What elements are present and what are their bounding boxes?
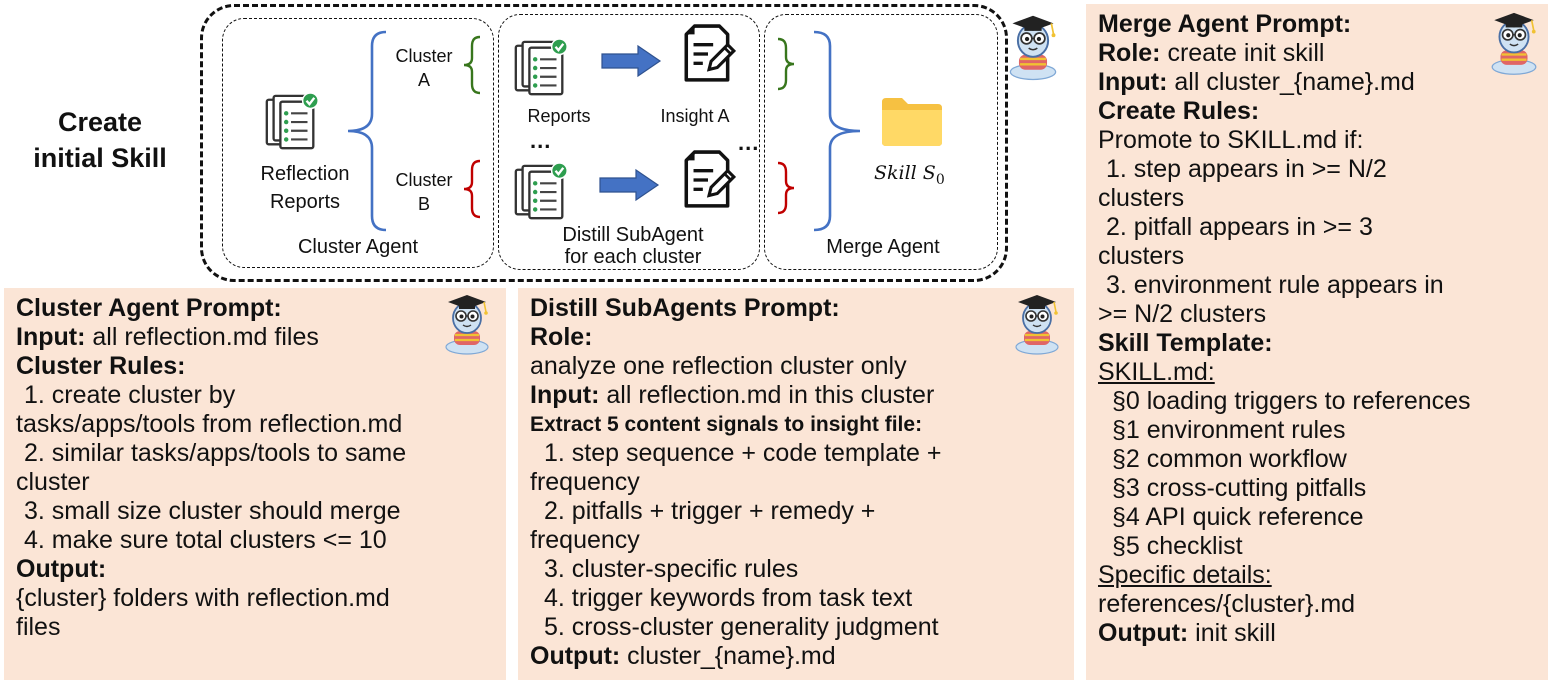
- input-line: Input: all cluster_{name}.md: [1098, 68, 1415, 96]
- panel-title: Merge Agent Prompt:: [1098, 10, 1352, 38]
- rules-title: Cluster Rules:: [16, 352, 186, 380]
- reflection-reports-label: Reflection Reports: [260, 163, 350, 213]
- distill-arrow-top: [601, 44, 662, 78]
- signal-line: frequency: [530, 468, 640, 496]
- cluster-agent-box: [222, 18, 494, 268]
- insight-a-icon: [680, 24, 736, 84]
- merge-agent-prompt-panel: Merge Agent Prompt: Role: create init sk…: [1086, 4, 1548, 680]
- cluster-a-brace: [463, 35, 481, 95]
- reports-ellipsis: ...: [530, 128, 552, 153]
- rule-line: cluster: [16, 468, 90, 496]
- output-line: files: [16, 613, 61, 641]
- specific-details-label: Specific details:: [1098, 561, 1272, 589]
- reports-icon: [512, 38, 570, 100]
- signal-line: 2. pitfalls + trigger + remedy +: [544, 497, 876, 525]
- insight-ellipsis: ...: [738, 130, 760, 155]
- rule-line: 4. make sure total clusters <= 10: [24, 526, 387, 554]
- merge-input-brace-b: [777, 161, 795, 215]
- role-value: analyze one reflection cluster only: [530, 352, 907, 380]
- cluster-b-brace: [463, 159, 481, 219]
- rule-line: tasks/apps/tools from reflection.md: [16, 410, 403, 438]
- reports-b-icon: [512, 162, 570, 224]
- role-label: Role:: [530, 323, 593, 351]
- signal-line: frequency: [530, 526, 640, 554]
- rule-line: 3. environment rule appears in: [1106, 271, 1444, 299]
- output-label: Output:: [16, 555, 107, 583]
- role-line: Role: create init skill: [1098, 39, 1325, 67]
- rule-line: 2. pitfall appears in >= 3: [1106, 213, 1373, 241]
- merge-agent-label: Merge Agent: [826, 236, 940, 258]
- reports-label: Reports: [527, 106, 591, 126]
- distill-subagent-label: Distill SubAgent for each cluster: [562, 224, 704, 268]
- mascot-icon: [1006, 10, 1060, 82]
- cluster-a-label: Cluster A: [395, 46, 453, 90]
- output-line: Output: init skill: [1098, 619, 1276, 647]
- distill-subagents-prompt-panel: Distill SubAgents Prompt: Role: analyze …: [518, 288, 1074, 680]
- cluster-b-label: Cluster B: [395, 170, 453, 214]
- skill-s0-label: Skill S0: [874, 162, 945, 188]
- skill-folder-icon: [882, 98, 942, 146]
- diagram-title: Create initial Skill: [33, 107, 167, 173]
- rule-line: 1. step appears in >= N/2: [1106, 155, 1387, 183]
- create-skill-pipeline-box: [200, 4, 1008, 282]
- panel-title: Cluster Agent Prompt:: [16, 294, 282, 322]
- input-line: Input: all reflection.md in this cluster: [530, 381, 935, 409]
- cluster-agent-prompt-panel: Cluster Agent Prompt: Input: all reflect…: [4, 288, 506, 680]
- cluster-agent-label: Cluster Agent: [297, 236, 419, 258]
- output-line: {cluster} folders with reflection.md: [16, 584, 390, 612]
- signal-line: 5. cross-cluster generality judgment: [544, 613, 939, 641]
- merge-agent-box: [764, 14, 998, 270]
- section-line: §5 checklist: [1112, 532, 1243, 560]
- section-line: §3 cross-cutting pitfalls: [1112, 474, 1367, 502]
- signal-line: 3. cluster-specific rules: [544, 555, 799, 583]
- panel-title: Distill SubAgents Prompt:: [530, 294, 840, 322]
- insight-a-label: Insight A: [660, 106, 730, 126]
- rule-line: 3. small size cluster should merge: [24, 497, 401, 525]
- references-line: references/{cluster}.md: [1098, 590, 1356, 618]
- section-line: §4 API quick reference: [1112, 503, 1364, 531]
- reflection-reports-icon: [260, 92, 324, 154]
- signal-line: 1. step sequence + code template +: [544, 439, 942, 467]
- rule-line: 1. create cluster by: [24, 381, 236, 409]
- rule-line: >= N/2 clusters: [1098, 300, 1267, 328]
- insight-b-icon: [680, 150, 736, 210]
- distill-arrow-bottom: [599, 168, 660, 202]
- signal-line: 4. trigger keywords from task text: [544, 584, 913, 612]
- rule-line: 2. similar tasks/apps/tools to same: [24, 439, 407, 467]
- section-line: §1 environment rules: [1112, 416, 1346, 444]
- merge-input-brace-a: [777, 37, 795, 91]
- template-title: Skill Template:: [1098, 329, 1273, 357]
- merge-brace: [813, 30, 861, 232]
- section-line: §2 common workflow: [1112, 445, 1347, 473]
- rule-line: clusters: [1098, 242, 1185, 270]
- rule-line: clusters: [1098, 184, 1185, 212]
- section-line: §0 loading triggers to references: [1112, 387, 1471, 415]
- cluster-split-brace: [347, 30, 387, 232]
- distill-subagent-box: [498, 14, 760, 270]
- input-line: Input: all reflection.md files: [16, 323, 319, 351]
- skill-md-label: SKILL.md:: [1098, 358, 1215, 386]
- output-line: Output: cluster_{name}.md: [530, 642, 836, 670]
- create-rules-title: Create Rules:: [1098, 97, 1260, 125]
- promote-line: Promote to SKILL.md if:: [1098, 126, 1364, 154]
- extract-title: Extract 5 content signals to insight fil…: [530, 413, 923, 436]
